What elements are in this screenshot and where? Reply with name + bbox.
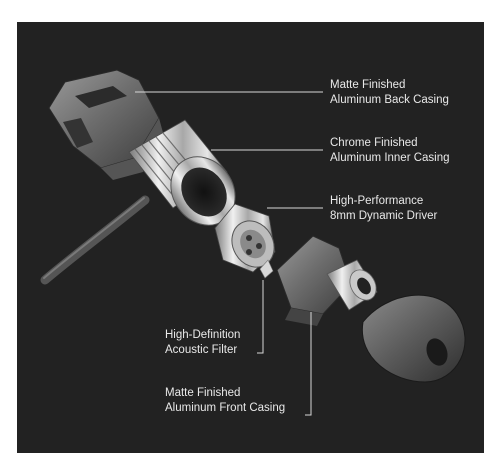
ear-tip-part: [361, 294, 466, 383]
label-driver: High-Performance 8mm Dynamic Driver: [330, 195, 438, 222]
label-filter: High-Definition Acoustic Filter: [165, 329, 241, 356]
label-inner-casing: Chrome Finished Aluminum Inner Casing: [330, 137, 450, 164]
leader-front-casing: [305, 312, 312, 416]
cable: [40, 195, 150, 285]
inner-casing-part: [128, 119, 236, 226]
exploded-earphone-diagram: Matte Finished Aluminum Back Casing Chro…: [17, 22, 484, 453]
back-casing-part: [48, 69, 165, 180]
front-casing-part: [276, 235, 378, 326]
leader-filter: [257, 280, 264, 354]
label-back-casing: Matte Finished Aluminum Back Casing: [330, 79, 449, 106]
earphone-illustration: [40, 69, 466, 416]
filter-part: [259, 259, 274, 279]
label-front-casing: Matte Finished Aluminum Front Casing: [165, 387, 286, 414]
leader-lines: [135, 91, 323, 416]
